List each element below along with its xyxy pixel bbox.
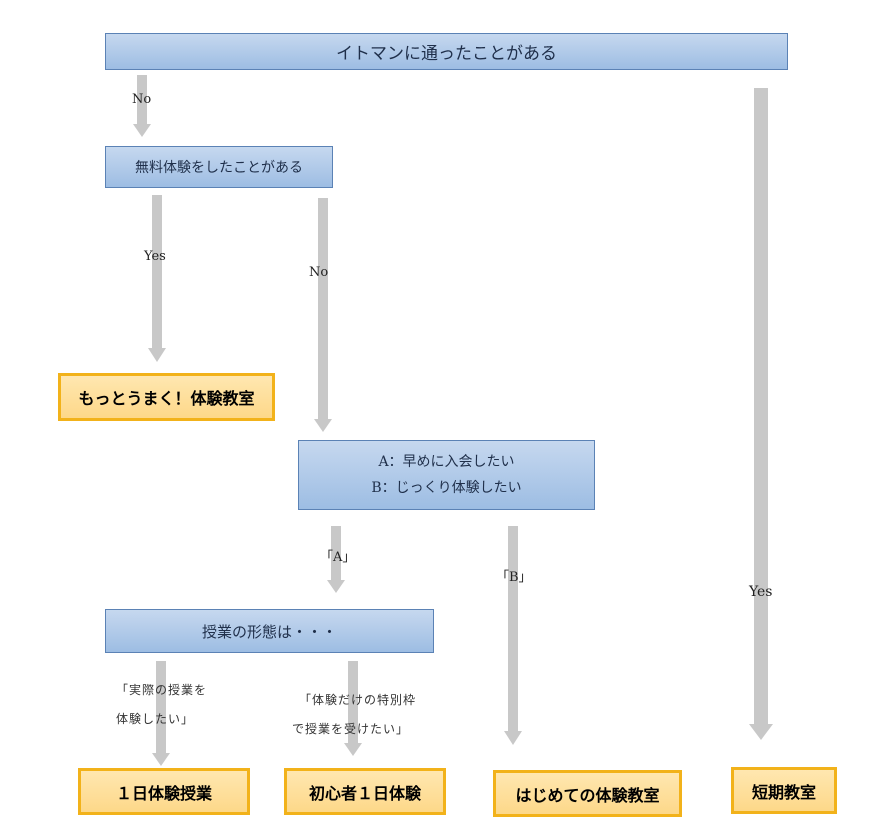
question-text: 授業の形態は・・・ — [201, 622, 337, 641]
label-q1-no: No — [132, 92, 152, 107]
question-box-q1: イトマンに通ったことがある — [105, 33, 788, 70]
arrow-q4-a — [152, 661, 170, 766]
label-q2-no: No — [309, 265, 329, 280]
question-box-q2: 無料体験をしたことがある — [105, 146, 333, 188]
outcome-text: はじめての体験教室 — [515, 785, 660, 805]
outcome-text: 短期教室 — [751, 782, 816, 802]
label-q2-yes: Yes — [144, 249, 166, 264]
arrow-q4-b — [344, 661, 362, 756]
outcome-text: １日体験授業 — [115, 783, 212, 803]
arrow-q1-no — [133, 75, 151, 137]
outcome-text: もっとうまく！体験教室 — [78, 389, 255, 408]
question-text-line2: B：じっくり体験したい — [371, 480, 522, 496]
label-q3-a: 「A」 — [320, 550, 356, 565]
outcome-shoshinsha: 初心者１日体験 — [284, 768, 446, 815]
label-q4-a-line1: 「実際の授業を — [116, 683, 208, 697]
question-box-q4: 授業の形態は・・・ — [105, 609, 434, 653]
arrow-q2-yes — [148, 195, 166, 362]
outcome-motto-taiken: もっとうまく！体験教室 — [58, 373, 275, 421]
arrow-q3-a — [327, 526, 345, 593]
question-box-q3: A：早めに入会したい B：じっくり体験したい — [298, 440, 595, 510]
label-q1-yes: Yes — [749, 584, 773, 600]
outcome-ichinichi-jugyo: １日体験授業 — [78, 768, 250, 815]
label-q4-a-line2: 体験したい」 — [116, 712, 195, 726]
arrow-q1-yes — [749, 88, 773, 740]
question-text-line1: A：早めに入会したい — [378, 454, 515, 470]
label-q4-b-line1: 「体験だけの特別枠 — [299, 693, 417, 707]
question-text: イトマンに通ったことがある — [336, 44, 557, 64]
question-text: 無料体験をしたことがある — [135, 160, 303, 176]
outcome-hajimete: はじめての体験教室 — [493, 770, 682, 817]
outcome-tanki: 短期教室 — [731, 767, 837, 814]
arrow-q2-no — [314, 198, 332, 432]
label-q3-b: 「B」 — [496, 570, 532, 585]
arrow-q3-b — [504, 526, 522, 745]
label-q4-b-line2: で授業を受けたい」 — [292, 722, 410, 736]
outcome-text: 初心者１日体験 — [308, 783, 421, 803]
